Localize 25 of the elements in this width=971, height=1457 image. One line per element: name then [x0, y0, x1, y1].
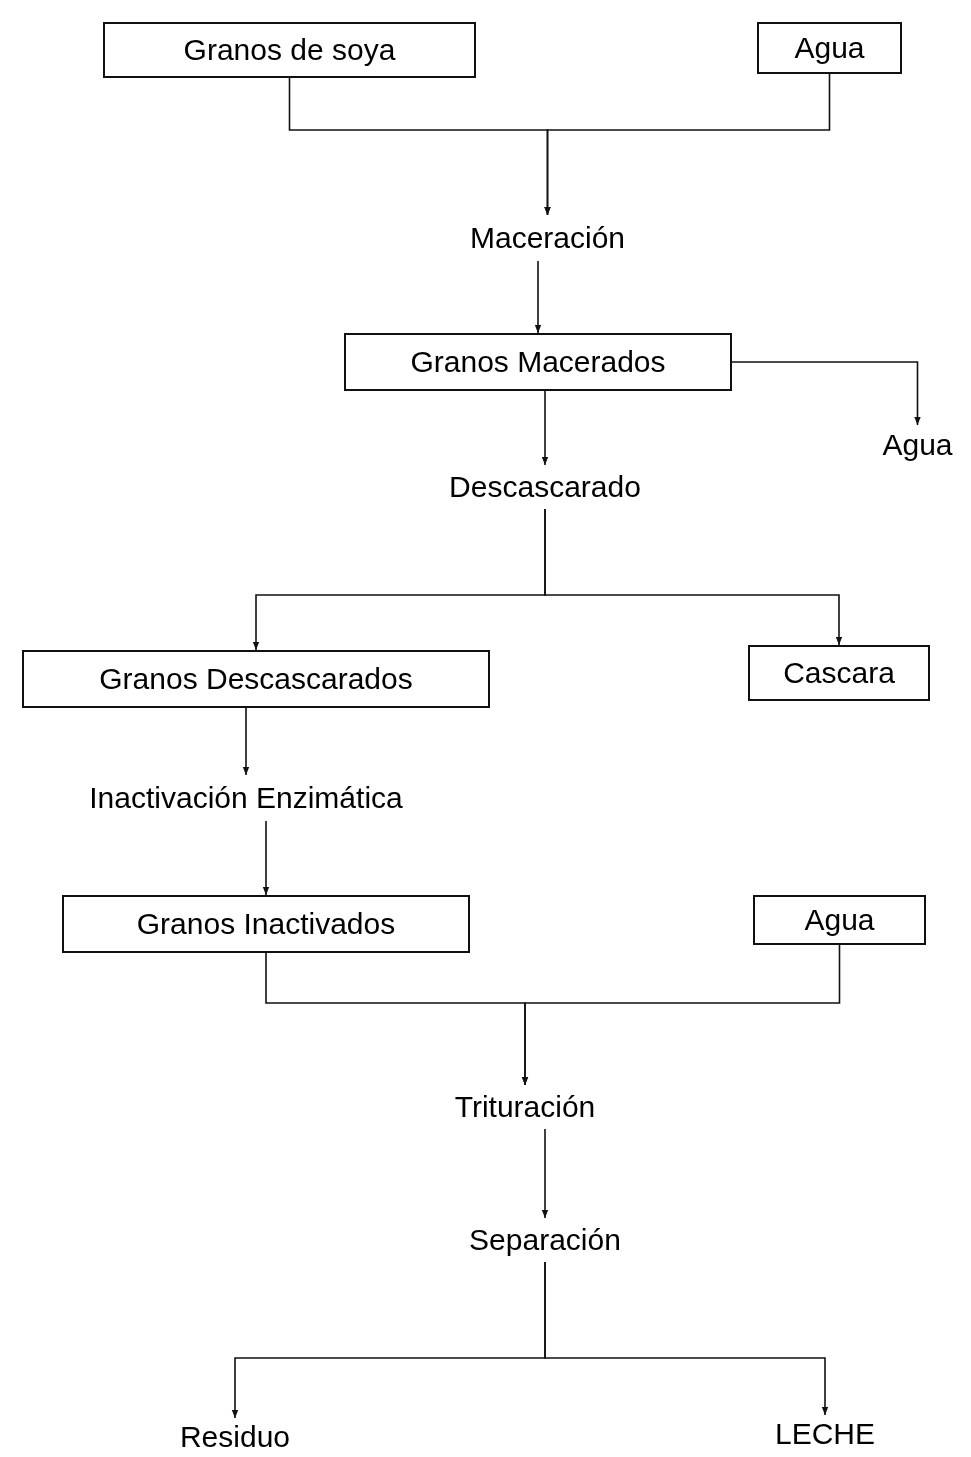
arrow [541, 390, 549, 466]
arrow [541, 1128, 549, 1219]
arrow [544, 508, 843, 646]
process-box: Agua [753, 895, 926, 945]
process-box: Granos Macerados [344, 333, 732, 391]
process-box: Granos Inactivados [62, 895, 470, 953]
step-label: LECHE [750, 1415, 900, 1453]
process-box: Granos de soya [103, 22, 476, 78]
arrow [521, 944, 841, 1086]
arrow [262, 820, 270, 896]
process-box: Granos Descascarados [22, 650, 490, 708]
step-label: Maceración [430, 215, 665, 261]
step-label: Residuo [150, 1418, 320, 1456]
step-label: Inactivación Enzimática [6, 775, 486, 821]
step-label: Separación [420, 1218, 670, 1262]
arrow [534, 260, 542, 334]
step-label: Descascarado [395, 465, 695, 509]
step-label: Agua [865, 425, 970, 465]
process-box: Cascara [748, 645, 930, 701]
arrow [242, 707, 250, 776]
process-box: Agua [757, 22, 902, 74]
arrow [731, 361, 921, 426]
arrow [544, 73, 831, 216]
arrow [544, 1261, 829, 1416]
step-label: Trituración [405, 1085, 645, 1129]
